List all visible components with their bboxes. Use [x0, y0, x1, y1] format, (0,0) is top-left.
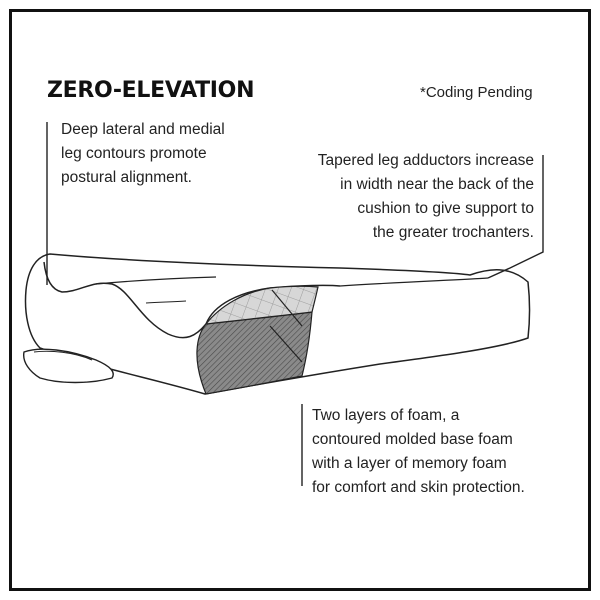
- callout-line: Tapered leg adductors increase: [317, 152, 534, 169]
- rear-edge: [339, 277, 489, 287]
- foam-pointer-line-1: [271, 289, 303, 327]
- callout-line: in width near the back of the: [340, 176, 534, 193]
- adductors-callout: Tapered leg adductors increase in width …: [318, 149, 534, 245]
- front-wedge: [23, 348, 114, 384]
- adductors-leader-line: [487, 155, 544, 279]
- callout-line: for comfort and skin protection.: [312, 479, 525, 496]
- callout-line: cushion to give support to: [357, 200, 534, 217]
- foam-callout: Two layers of foam, a contoured molded b…: [312, 404, 525, 500]
- mid-mark: [145, 300, 187, 304]
- memory-foam-section: [204, 285, 319, 325]
- top-edge: [95, 276, 217, 285]
- image-frame: [9, 9, 591, 591]
- callout-line: postural alignment.: [61, 169, 192, 186]
- callout-line: the greater trochanters.: [372, 224, 534, 241]
- contours-callout: Deep lateral and medial leg contours pro…: [61, 118, 225, 190]
- coding-pending-note: *Coding Pending: [420, 84, 533, 101]
- foam-pointer-line-2: [269, 325, 303, 363]
- callout-line: contoured molded base foam: [312, 431, 513, 448]
- product-title: ZERO-ELEVATION: [47, 78, 255, 103]
- callout-line: with a layer of memory foam: [312, 455, 507, 472]
- front-wedge-inner: [33, 350, 93, 361]
- callout-line: Two layers of foam, a: [312, 407, 460, 424]
- callout-line: Deep lateral and medial: [61, 121, 225, 138]
- callout-line: leg contours promote: [61, 145, 207, 162]
